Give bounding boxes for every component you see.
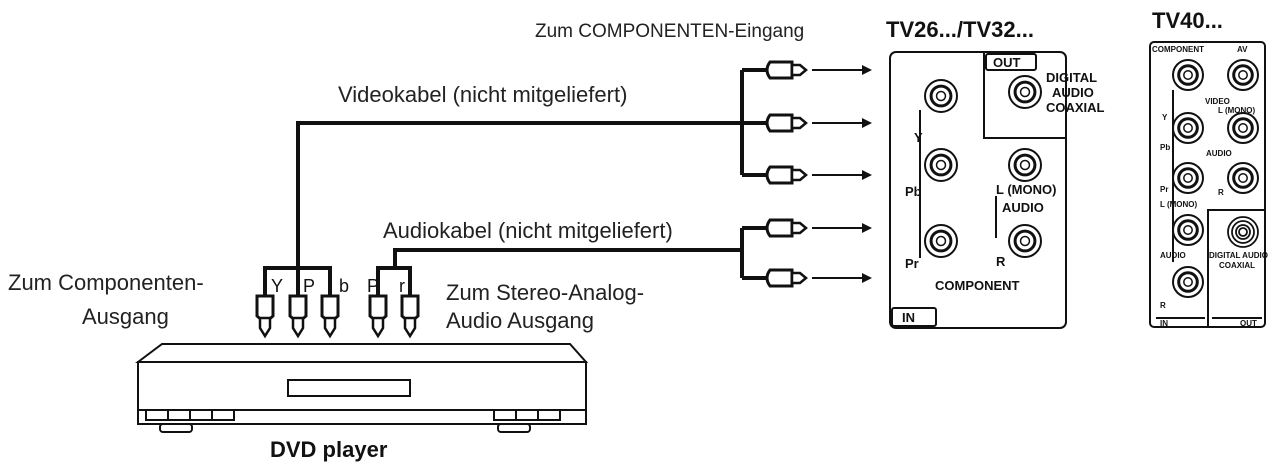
- dvd-side-plugs: [255, 294, 420, 339]
- dvd-plug-2: [320, 294, 340, 339]
- component-output-label-line2: Ausgang: [82, 304, 169, 329]
- tv-large-coaxial-label: COAXIAL: [1219, 261, 1255, 270]
- tv-small-out-label: OUT: [993, 55, 1021, 70]
- tv-large-lmono-bottom-label: L (MONO): [1160, 200, 1198, 209]
- tv-large-panel: [1149, 41, 1266, 328]
- tv-large-y-label: Y: [1162, 113, 1168, 122]
- tv-large-jack-6: [1172, 214, 1204, 246]
- plug-label-r: r: [399, 276, 405, 296]
- device-label: DVD player: [270, 437, 388, 462]
- tv-large-audio-bottom-label: AUDIO: [1160, 251, 1186, 260]
- tv-large-out-label: OUT: [1240, 319, 1257, 328]
- dvd-plug-3: [368, 294, 388, 339]
- tv-plug-4: [765, 268, 872, 288]
- tv-small-jack-0: [924, 79, 958, 113]
- tv-small-digital-label: DIGITAL: [1046, 70, 1097, 85]
- plug-label-p1: P: [303, 276, 315, 296]
- stereo-output-label-line2: Audio Ausgang: [446, 308, 594, 333]
- tv-large-pb-label: Pb: [1160, 143, 1170, 152]
- tv-small-jack-5: [1008, 224, 1042, 258]
- tv-large-jack-2: [1172, 112, 1204, 144]
- tv-large-in-label: IN: [1160, 319, 1168, 328]
- tv-small-pb-label: Pb: [905, 184, 922, 199]
- tv-large-component-label: COMPONENT: [1152, 45, 1204, 54]
- tv-plug-0: [765, 60, 872, 80]
- tv-small-jack-1: [1008, 75, 1042, 109]
- tv-large-title: TV40...: [1152, 8, 1223, 33]
- tv-small-title: TV26.../TV32...: [886, 17, 1034, 42]
- tv-large-audio-mid-label: AUDIO: [1206, 149, 1232, 158]
- tv-plug-2: [765, 165, 872, 185]
- tv-small-in-label: IN: [902, 310, 915, 325]
- tv-small-r-label: R: [996, 254, 1006, 269]
- tv-small-lmono-label: L (MONO): [996, 182, 1056, 197]
- plug-label-y: Y: [271, 276, 283, 296]
- dvd-plug-4: [400, 294, 420, 339]
- tv-large-jack-1: [1227, 59, 1259, 91]
- audio-cable-label: Audiokabel (nicht mitgeliefert): [383, 218, 673, 243]
- tv-plug-1: [765, 113, 872, 133]
- video-cable-label: Videokabel (nicht mitgeliefert): [338, 82, 627, 107]
- tv-small-panel: [889, 51, 1067, 329]
- tv-large-lmono-top-label: L (MONO): [1218, 106, 1256, 115]
- tv-large-av-label: AV: [1237, 45, 1248, 54]
- video-cable: [263, 68, 770, 295]
- tv-large-jack-3: [1227, 112, 1259, 144]
- tv-side-plugs: [765, 60, 872, 288]
- tv-small-pr-label: Pr: [905, 256, 919, 271]
- tv-large-jack-4: [1172, 162, 1204, 194]
- disc-tray: [287, 379, 411, 397]
- tv-small-y-label: Y: [914, 130, 923, 145]
- dvd-player: [135, 343, 589, 433]
- tv-large-coax-jack: [1227, 216, 1259, 248]
- dvd-plug-0: [255, 294, 275, 339]
- tv-large-video-label: VIDEO: [1205, 97, 1230, 106]
- tv-large-jack-0: [1172, 59, 1204, 91]
- tv-small-audio-label: AUDIO: [1052, 85, 1094, 100]
- component-input-label: Zum COMPONENTEN-Eingang: [535, 21, 804, 42]
- tv-small-jack-3: [1008, 148, 1042, 182]
- tv-large-jack-7: [1172, 266, 1204, 298]
- tv-large-digital-audio-label: DIGITAL AUDIO: [1209, 251, 1268, 260]
- component-output-label-line1: Zum Componenten-: [8, 270, 204, 295]
- tv-plug-3: [765, 218, 872, 238]
- tv-small-jack-2: [924, 148, 958, 182]
- tv-small-coaxial-label: COAXIAL: [1046, 100, 1105, 115]
- plug-label-p2: P: [367, 276, 379, 296]
- tv-large-jack-5: [1227, 162, 1259, 194]
- tv-small-jack-4: [924, 224, 958, 258]
- tv-large-pr-label: Pr: [1160, 185, 1168, 194]
- tv-large-r-bottom-label: R: [1160, 301, 1166, 310]
- tv-small-audio-in-label: AUDIO: [1002, 200, 1044, 215]
- dvd-plug-1: [288, 294, 308, 339]
- tv-small-component-label: COMPONENT: [935, 278, 1020, 293]
- plug-label-b: b: [339, 276, 349, 296]
- tv-large-jacks: [1172, 59, 1259, 298]
- audio-cable: [376, 226, 770, 295]
- tv-small-jacks: [924, 75, 1042, 258]
- tv-large-r-mid-label: R: [1218, 188, 1224, 197]
- stereo-output-label-line1: Zum Stereo-Analog-: [446, 280, 644, 305]
